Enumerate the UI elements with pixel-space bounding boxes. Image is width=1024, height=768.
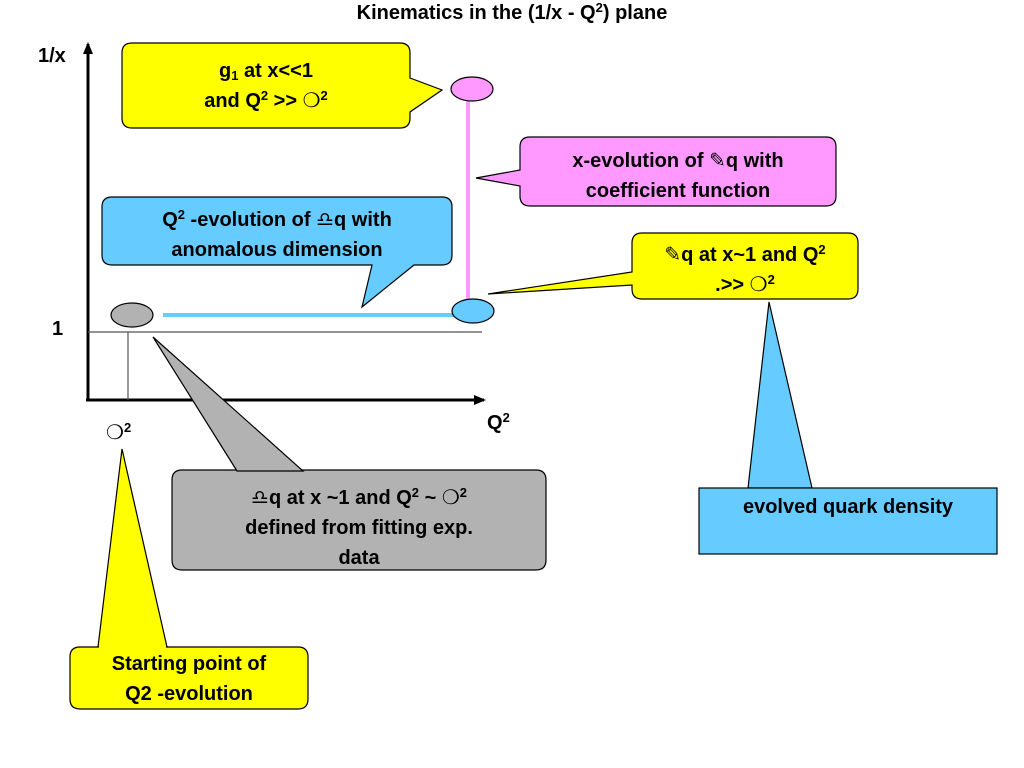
point-blue-end: [451, 298, 495, 324]
mu-symbol-icon: ❍: [749, 274, 768, 296]
q2-evolution-callout-shape: [101, 196, 453, 309]
quark-x1-callout-text: ✎q at x~1 and Q2 .>> ❍2: [664, 242, 826, 296]
starting-callout-text: Starting point of Q2 -evolution: [111, 653, 267, 705]
x-evolution-callout-text: x-evolution of ✎q with coefficient funct…: [572, 150, 784, 202]
mu-symbol-icon: ❍: [441, 487, 460, 509]
start-point-gray: [110, 302, 154, 328]
evolved-callout-shape: [698, 487, 998, 555]
delta-symbol-icon: ♎: [316, 209, 335, 231]
page-title: Kinematics in the (1/x - Q2) plane: [356, 0, 668, 24]
starting-callout-shape: [69, 646, 309, 710]
delta-symbol-icon: ✎: [709, 150, 726, 172]
fitting-callout-shape: [171, 469, 547, 571]
x-evolution-callout-shape: [475, 136, 837, 207]
mu-symbol-icon: ❍: [106, 422, 124, 444]
x-tick-label-mu2: ❍2: [106, 420, 132, 444]
evolved-pointer: [747, 301, 813, 489]
starting-pointer: [97, 448, 168, 648]
x-axis-label: Q2: [487, 410, 510, 434]
point-pink-top: [450, 76, 494, 102]
evolved-callout-text: evolved quark density: [742, 496, 954, 518]
q2-evolution-callout-text: Q2 -evolution of ♎q with anomalous dimen…: [162, 207, 392, 261]
fitting-callout-text: ♎q at x ~1 and Q2 ~ ❍2 defined from fitt…: [245, 485, 473, 569]
fitting-pointer: [152, 336, 305, 472]
g1-callout-text: g1 at x<<1 and Q2 >> ❍2: [204, 60, 328, 112]
delta-symbol-icon: ✎: [664, 244, 682, 266]
quark-x1-callout-shape: [487, 232, 859, 300]
y-axis-label: 1/x: [38, 45, 66, 67]
g1-callout-shape: [121, 42, 444, 129]
mu-symbol-icon: ❍: [302, 90, 321, 112]
y-tick-label-1: 1: [52, 318, 64, 340]
delta-symbol-icon: ♎: [251, 487, 269, 509]
